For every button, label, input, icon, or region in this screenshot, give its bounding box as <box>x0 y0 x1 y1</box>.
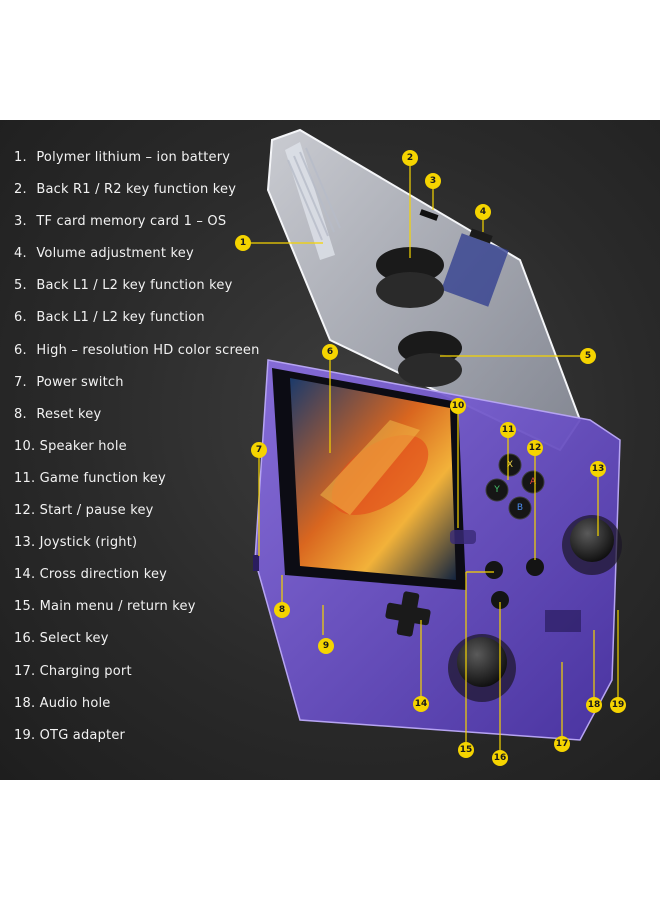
joystick-icon <box>562 515 622 575</box>
callout-18: 18 <box>586 697 602 713</box>
speaker-hole <box>450 530 476 544</box>
main-menu-key <box>485 561 503 579</box>
console-front-view: X A Y B <box>253 359 622 741</box>
callout-10: 10 <box>450 398 466 414</box>
callout-7: 7 <box>251 442 267 458</box>
callout-4: 4 <box>475 204 491 220</box>
tf-card-slot <box>419 209 439 221</box>
left-joystick <box>448 634 516 702</box>
svg-text:6: 6 <box>327 347 333 357</box>
callout-8: 8 <box>274 602 290 618</box>
callout-16: 16 <box>492 750 508 766</box>
legend-item: 11. Game function key <box>14 470 166 486</box>
dpad-icon <box>385 591 431 637</box>
svg-text:10: 10 <box>452 401 465 411</box>
callout-markers: 1 2 3 4 5 6 7 8 9 10 11 12 13 14 15 16 1… <box>235 150 626 766</box>
callout-13: 13 <box>590 461 606 477</box>
shoulder-button-l1-l2 <box>398 331 462 387</box>
shoulder-button-r1-r2 <box>376 247 444 308</box>
callout-19: 19 <box>610 697 626 713</box>
svg-text:13: 13 <box>592 464 605 474</box>
legend-item: 19. OTG adapter <box>14 727 126 743</box>
volume-key <box>469 228 493 244</box>
svg-text:7: 7 <box>256 445 262 455</box>
select-key <box>491 591 509 609</box>
handheld-console-illustration: X A Y B <box>235 128 626 766</box>
legend-item: 17. Charging port <box>14 663 132 679</box>
svg-text:8: 8 <box>279 605 285 615</box>
legend-item: 14. Cross direction key <box>14 567 168 583</box>
feature-legend: 1. Polymer lithium – ion battery 2. Back… <box>14 148 260 758</box>
legend-item: 15. Main menu / return key <box>14 599 196 615</box>
legend-item: 1. Polymer lithium – ion battery <box>14 150 231 165</box>
svg-text:3: 3 <box>430 176 436 186</box>
svg-text:A: A <box>530 477 537 487</box>
svg-text:16: 16 <box>494 753 507 763</box>
callout-9: 9 <box>318 638 334 654</box>
svg-text:5: 5 <box>585 351 591 361</box>
battery-icon <box>441 233 509 307</box>
start-pause-key <box>526 558 544 576</box>
shell-ridges <box>287 147 341 241</box>
svg-text:X: X <box>507 460 513 470</box>
svg-text:1: 1 <box>240 238 246 248</box>
legend-item: 3. TF card memory card 1 – OS <box>14 214 227 230</box>
svg-text:18: 18 <box>588 700 601 710</box>
svg-text:9: 9 <box>323 641 329 651</box>
svg-text:4: 4 <box>480 207 486 217</box>
callout-2: 2 <box>402 150 418 166</box>
svg-text:19: 19 <box>612 700 625 710</box>
callout-5: 5 <box>580 348 596 364</box>
callout-12: 12 <box>527 440 543 456</box>
svg-text:B: B <box>517 503 523 513</box>
svg-text:2: 2 <box>407 153 413 163</box>
legend-item: 8. Reset key <box>14 406 102 422</box>
legend-item: 7. Power switch <box>14 374 124 390</box>
product-diagram-panel: 1. Polymer lithium – ion battery 2. Back… <box>0 120 660 780</box>
callout-15: 15 <box>458 742 474 758</box>
svg-text:17: 17 <box>556 739 569 749</box>
game-function-keys: X A Y B <box>485 453 545 520</box>
legend-item: 6. High – resolution HD color screen <box>14 342 260 358</box>
svg-text:14: 14 <box>415 699 428 709</box>
svg-text:12: 12 <box>529 443 542 453</box>
legend-item: 18. Audio hole <box>14 695 111 711</box>
callout-1: 1 <box>235 235 251 251</box>
legend-item: 2. Back R1 / R2 key function key <box>14 182 237 198</box>
charging-port <box>545 610 581 632</box>
callout-11: 11 <box>500 422 516 438</box>
svg-text:15: 15 <box>460 745 473 755</box>
screen-highlight <box>320 420 420 515</box>
power-switch <box>253 555 259 571</box>
callout-14: 14 <box>413 696 429 712</box>
legend-item: 4. Volume adjustment key <box>14 246 194 262</box>
legend-item: 5. Back L1 / L2 key function key <box>14 278 233 294</box>
callout-17: 17 <box>554 736 570 752</box>
legend-item: 6. Back L1 / L2 key function <box>14 310 205 326</box>
callout-3: 3 <box>425 173 441 189</box>
legend-item: 12. Start / pause key <box>14 503 154 519</box>
callout-6: 6 <box>322 344 338 360</box>
svg-text:Y: Y <box>493 485 500 495</box>
grip-ribs <box>285 142 335 260</box>
legend-item: 16. Select key <box>14 631 109 647</box>
legend-item: 10. Speaker hole <box>14 438 127 454</box>
svg-text:11: 11 <box>502 425 515 435</box>
callout-lines <box>250 166 619 753</box>
legend-item: 13. Joystick (right) <box>14 535 138 551</box>
